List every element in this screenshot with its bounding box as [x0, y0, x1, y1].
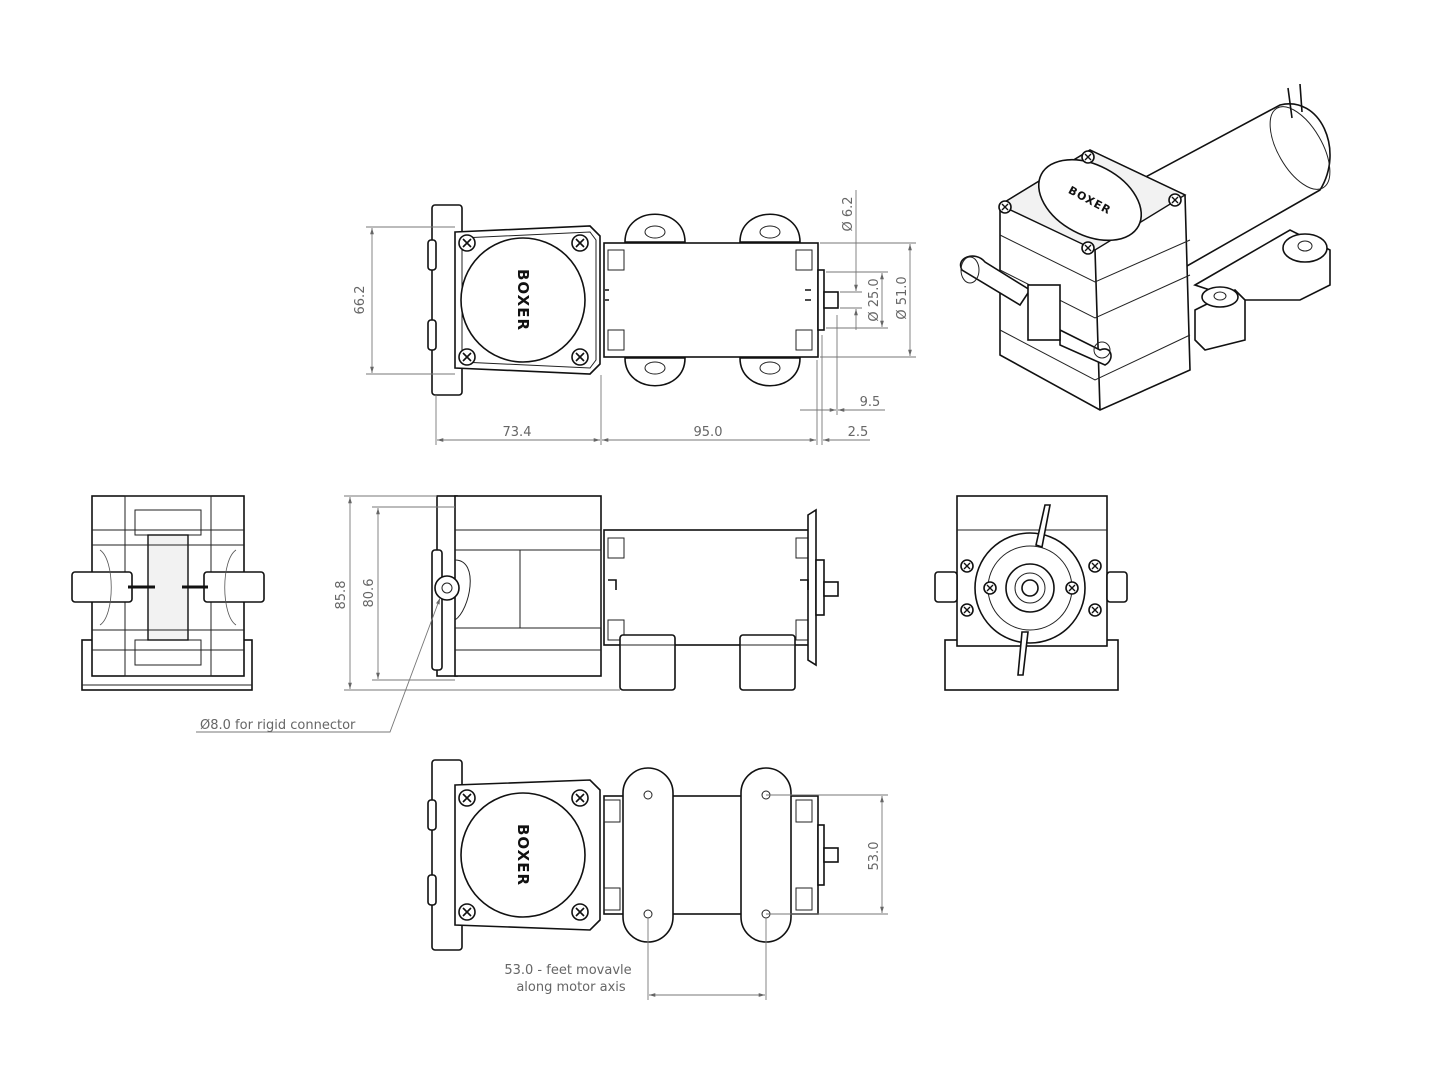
dim-dia-6-2: Ø 6.2: [841, 196, 856, 231]
brand-label: BOXER: [514, 269, 532, 331]
dim-66-2: 66.2: [353, 286, 368, 315]
callout-rigid-connector: Ø8.0 for rigid connector: [200, 718, 356, 733]
feet-note-line1: 53.0 - feet movavle: [504, 963, 631, 978]
top-view: BOXER: [427, 204, 839, 396]
left-end-view: [71, 495, 265, 691]
dim-85-8: 85.8: [334, 581, 349, 610]
dim-80-6: 80.6: [362, 579, 377, 608]
front-view-dimensions: 85.8 80.6 Ø8.0 for rigid connector: [196, 495, 620, 733]
top-view-dimensions: 66.2 73.4 95.0 2.5 9.5 Ø 51.0 Ø 25.0 Ø 6…: [353, 190, 916, 445]
bottom-view: BOXER: [427, 759, 839, 951]
brand-label-bottom: BOXER: [514, 824, 532, 886]
dim-53-0: 53.0: [867, 842, 882, 871]
right-end-view: [934, 495, 1128, 691]
front-view: [431, 495, 839, 691]
dim-dia-25-0: Ø 25.0: [867, 278, 882, 321]
dim-95-0: 95.0: [694, 425, 723, 440]
dim-9-5: 9.5: [860, 395, 881, 410]
dim-73-4: 73.4: [503, 425, 532, 440]
bottom-view-dimensions: 53.0 53.0 - feet movavle along motor axi…: [504, 794, 888, 1000]
dim-2-5: 2.5: [848, 425, 869, 440]
isometric-view: BOXER: [959, 83, 1331, 411]
dim-dia-51-0: Ø 51.0: [895, 276, 910, 319]
feet-note-line2: along motor axis: [516, 980, 626, 995]
